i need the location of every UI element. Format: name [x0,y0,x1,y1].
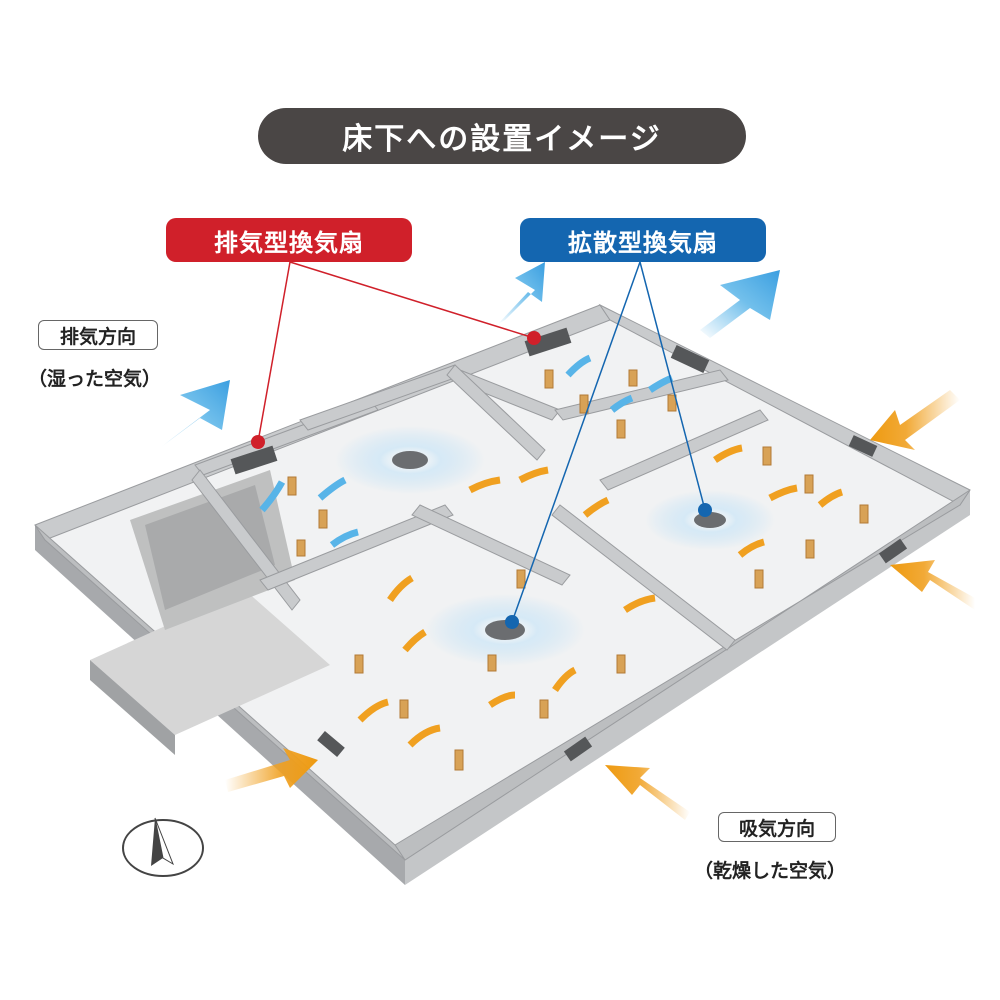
air-arrow-icon [700,270,780,338]
intake-vent-icon [317,435,908,762]
air-arrow-icon [160,380,230,448]
compass-icon [122,817,204,877]
callout-dots [251,331,712,629]
intake-direction-label: 吸気方向 [718,812,836,842]
moist-air-arrows [160,262,780,548]
page-title: 床下への設置イメージ [258,108,746,164]
dry-air-arrows [225,390,975,820]
porch [90,470,330,755]
exhaust-direction-label: 排気方向 [38,320,158,350]
air-arrow-icon [870,390,960,450]
diffusion-fan-label: 拡散型換気扇 [520,218,766,262]
exhaust-fan-icon [230,327,710,475]
support-posts [287,369,869,771]
air-arrow-icon [498,262,545,324]
callout-lines [257,261,706,623]
exhaust-note: （湿った空気） [28,368,162,390]
interior-walls [191,364,769,651]
exhaust-fan-label: 排気型換気扇 [166,218,412,262]
air-arrow-icon [605,765,690,820]
air-arrow-icon [890,560,975,610]
air-arrow-icon [225,748,318,792]
intake-note: （乾燥した空気） [694,860,847,882]
